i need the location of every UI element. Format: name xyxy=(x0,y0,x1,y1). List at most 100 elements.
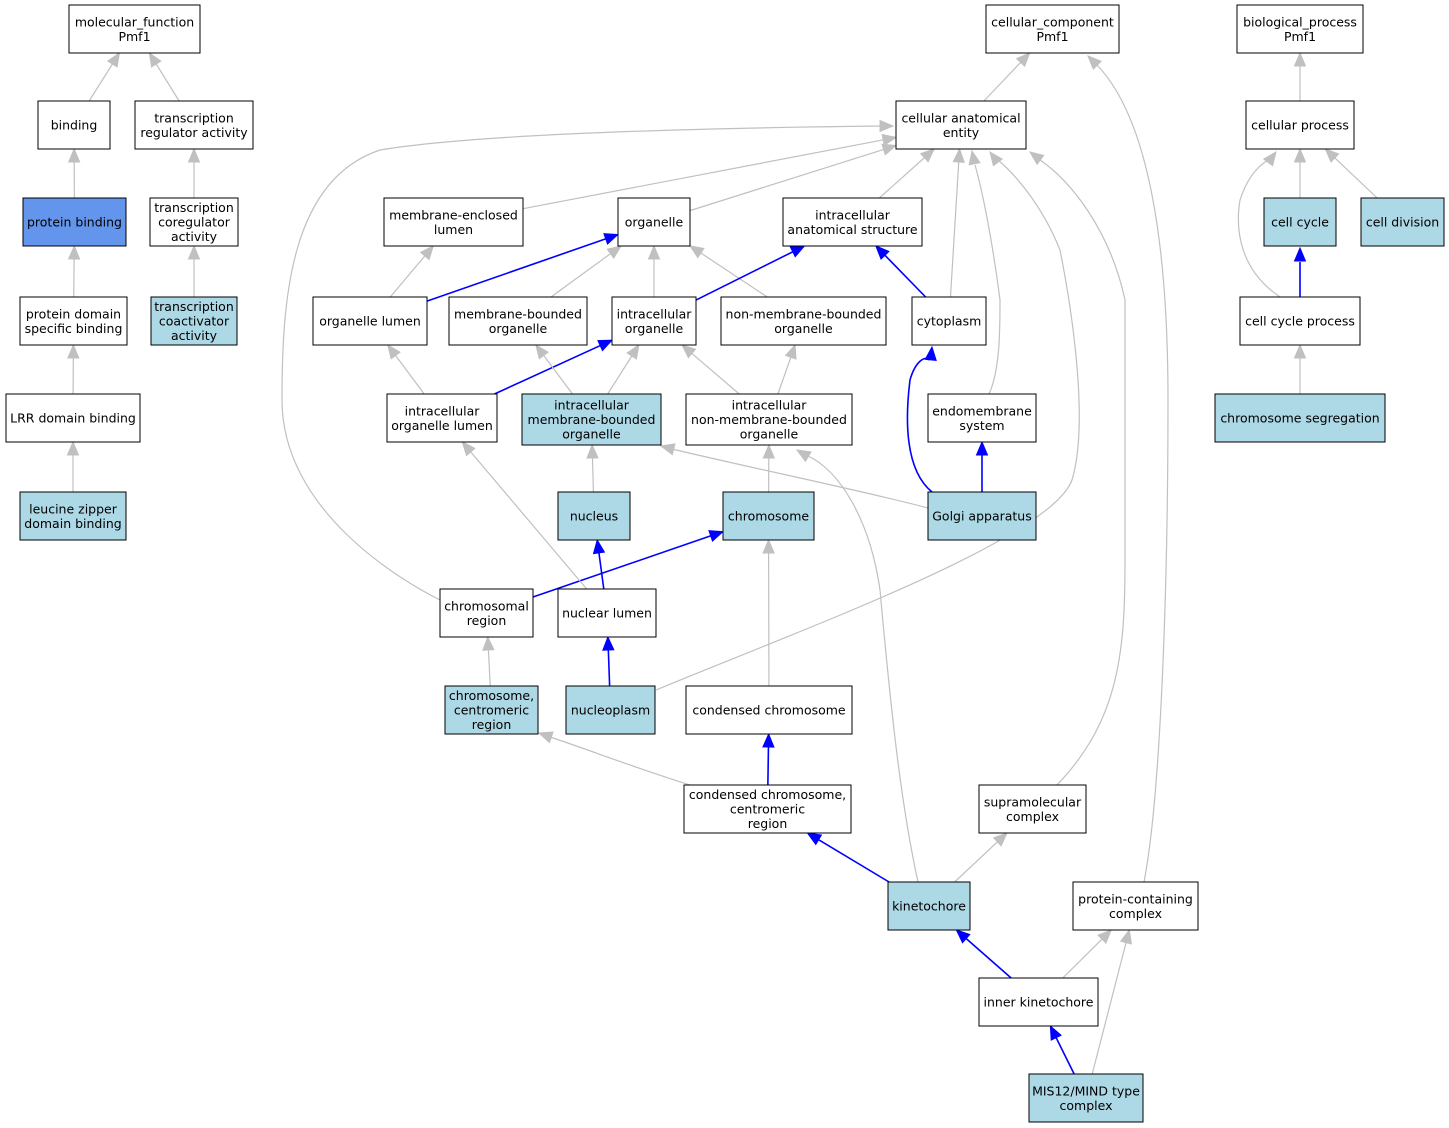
node-box[interactable] xyxy=(557,588,657,638)
edge-cellcycle-to-cellproc xyxy=(1293,147,1307,198)
node-label-line: lumen xyxy=(434,222,473,237)
node-box[interactable] xyxy=(782,197,923,247)
node-cellcycle[interactable]: cell cycle xyxy=(1263,197,1337,247)
edge-chreg-to-cae xyxy=(281,119,895,601)
node-chromosome[interactable]: chromosome xyxy=(722,491,815,541)
node-kinet[interactable]: kinetochore xyxy=(887,881,971,931)
node-box[interactable] xyxy=(895,100,1027,150)
node-box[interactable] xyxy=(383,197,524,247)
node-binding[interactable]: binding xyxy=(37,100,111,150)
node-box[interactable] xyxy=(565,685,656,735)
node-golgi[interactable]: Golgi apparatus xyxy=(927,491,1037,541)
node-box[interactable] xyxy=(985,4,1120,54)
node-box[interactable] xyxy=(927,491,1037,541)
edge-trcoact-to-trcoreg xyxy=(187,244,201,297)
node-box[interactable] xyxy=(5,393,141,443)
node-condchr[interactable]: condensed chromosome xyxy=(685,685,853,735)
node-box[interactable] xyxy=(1028,1073,1144,1123)
node-box[interactable] xyxy=(617,197,691,247)
edge-lzdb-to-lrr xyxy=(66,440,80,492)
node-box[interactable] xyxy=(611,296,697,346)
node-box[interactable] xyxy=(444,685,539,735)
node-box[interactable] xyxy=(312,296,428,346)
node-box[interactable] xyxy=(1263,197,1337,247)
node-box[interactable] xyxy=(978,977,1099,1027)
node-label-line: condensed chromosome, xyxy=(689,787,846,802)
edge-io-to-organelle xyxy=(647,244,661,297)
node-orglumen[interactable]: organelle lumen xyxy=(312,296,428,346)
node-organelle[interactable]: organelle xyxy=(617,197,691,247)
node-box[interactable] xyxy=(439,588,534,638)
node-box[interactable] xyxy=(19,296,128,346)
node-nuclum[interactable]: nuclear lumen xyxy=(557,588,657,638)
node-innerk[interactable]: inner kinetochore xyxy=(978,977,1099,1027)
node-box[interactable] xyxy=(978,784,1087,834)
node-box[interactable] xyxy=(22,197,127,247)
node-box[interactable] xyxy=(722,491,815,541)
node-box[interactable] xyxy=(720,296,887,346)
node-box[interactable] xyxy=(521,393,662,446)
node-label-line: transcription xyxy=(154,200,234,215)
node-cellproc[interactable]: cellular process xyxy=(1245,100,1355,150)
node-cytoplasm[interactable]: cytoplasm xyxy=(911,296,987,346)
node-box[interactable] xyxy=(683,784,852,834)
node-box[interactable] xyxy=(149,197,239,247)
node-box[interactable] xyxy=(1360,197,1445,247)
node-box[interactable] xyxy=(911,296,987,346)
node-label-line: complex xyxy=(1006,809,1059,824)
node-box[interactable] xyxy=(685,685,853,735)
node-box[interactable] xyxy=(1245,100,1355,150)
node-celldiv[interactable]: cell division xyxy=(1360,197,1445,247)
node-box[interactable] xyxy=(19,491,127,541)
node-box[interactable] xyxy=(557,491,631,541)
node-box[interactable] xyxy=(1072,881,1199,931)
node-box[interactable] xyxy=(1236,4,1364,54)
node-nucleus[interactable]: nucleus xyxy=(557,491,631,541)
node-box[interactable] xyxy=(37,100,111,150)
edge-orglumen-to-mel xyxy=(389,245,435,298)
node-box[interactable] xyxy=(134,100,254,150)
node-chrseg[interactable]: chromosome segregation xyxy=(1214,393,1386,443)
node-nucleoplasm[interactable]: nucleoplasm xyxy=(565,685,656,735)
node-box[interactable] xyxy=(1214,393,1386,443)
node-box[interactable] xyxy=(685,393,853,446)
node-box[interactable] xyxy=(150,296,238,346)
node-box[interactable] xyxy=(448,296,588,346)
edge-nmbo-to-organelle xyxy=(688,245,768,298)
node-box[interactable] xyxy=(386,393,498,443)
node-box[interactable] xyxy=(927,393,1037,443)
node-protbind[interactable]: protein binding xyxy=(22,197,127,247)
node-ccproc[interactable]: cell cycle process xyxy=(1239,296,1361,346)
node-box[interactable] xyxy=(1239,296,1361,346)
node-box[interactable] xyxy=(887,881,971,931)
node-box[interactable] xyxy=(68,4,201,54)
node-inmbo[interactable]: intracellularnon-membrane-boundedorganel… xyxy=(685,393,853,446)
edge-condchr-to-chromosome xyxy=(762,538,775,687)
node-label-line: LRR domain binding xyxy=(10,411,136,426)
edge-iol-to-io xyxy=(494,339,614,395)
node-lrr[interactable]: LRR domain binding xyxy=(5,393,141,443)
